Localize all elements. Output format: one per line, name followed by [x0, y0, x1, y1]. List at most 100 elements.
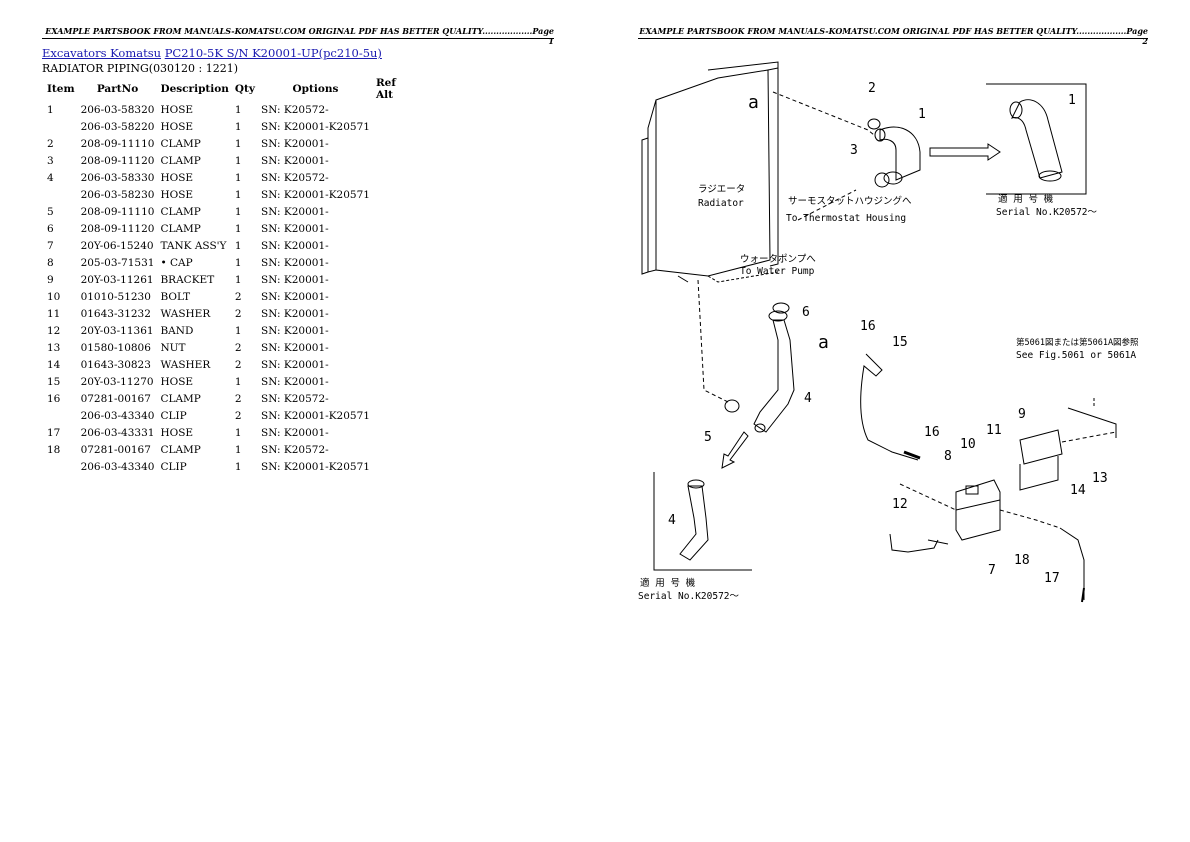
- cell-ref-alt: [373, 441, 419, 458]
- radiator-label-jp: ラジエータ: [698, 184, 745, 195]
- cell-options: SN: K20001-: [261, 307, 329, 320]
- cell-ref-alt: [373, 407, 419, 424]
- cell-ref-alt: [373, 118, 419, 135]
- callout-4-inset: 4: [668, 513, 676, 528]
- cell-qty: 1: [234, 222, 242, 235]
- cell-partno: 206-03-58320: [80, 103, 155, 116]
- thermostat-label-en: To Thermostat Housing: [786, 213, 906, 224]
- cell-partno: 208-09-11110: [80, 137, 155, 150]
- cell-options: SN: K20001-: [261, 239, 329, 252]
- cell-item: 16: [47, 392, 61, 405]
- cell-item: [44, 186, 78, 203]
- column-header-description: Description: [160, 83, 229, 95]
- cell-qty: 2: [234, 290, 242, 303]
- cell-partno: 20Y-03-11261: [80, 273, 154, 286]
- cell-qty: 1: [234, 154, 242, 167]
- callout-1-inset: 1: [1068, 93, 1076, 108]
- cell-description: BAND: [160, 324, 194, 337]
- column-header-partno: PartNo: [96, 83, 139, 95]
- cell-description: HOSE: [160, 426, 194, 439]
- callout-3: 3: [850, 143, 858, 158]
- radiator-label-en: Radiator: [698, 198, 744, 209]
- cell-description: BOLT: [160, 290, 191, 303]
- cell-ref-alt: [373, 169, 419, 186]
- cell-description: CLAMP: [160, 137, 201, 150]
- cell-ref-alt: [373, 152, 419, 169]
- breadcrumb-link-model[interactable]: PC210-5K S/N K20001-UP(pc210-5u): [164, 46, 382, 60]
- cell-ref-alt: [373, 373, 419, 390]
- cell-ref-alt: [373, 458, 419, 475]
- cell-ref-alt: [373, 305, 419, 322]
- serial-inset2-jp: 適 用 号 機: [640, 577, 696, 589]
- cell-qty: 1: [234, 171, 242, 184]
- parts-table: Item PartNo Description Qty Options Ref …: [44, 77, 419, 475]
- cell-description: HOSE: [160, 103, 194, 116]
- cell-qty: 1: [234, 443, 242, 456]
- cell-options: SN: K20001-: [261, 426, 329, 439]
- cell-item: 4: [47, 171, 54, 184]
- cell-ref-alt: [373, 135, 419, 152]
- cell-description: HOSE: [160, 375, 194, 388]
- column-header-qty: Qty: [234, 83, 256, 95]
- cell-qty: 2: [234, 358, 242, 371]
- callout-13: 13: [1092, 471, 1108, 486]
- cell-qty: 1: [234, 324, 242, 337]
- cell-description: CLIP: [160, 460, 187, 473]
- breadcrumb: Excavators Komatsu PC210-5K S/N K20001-U…: [42, 46, 382, 60]
- callout-11: 11: [986, 423, 1002, 438]
- cell-options: SN: K20572-: [261, 392, 329, 405]
- cell-options: SN: K20001-: [261, 154, 329, 167]
- cell-description: CLAMP: [160, 205, 201, 218]
- callout-12: 12: [892, 497, 908, 512]
- section-title: RADIATOR PIPING(030120 : 1221): [42, 62, 239, 75]
- cell-description: HOSE: [160, 188, 194, 201]
- callout-2: 2: [868, 81, 876, 96]
- cell-partno: 206-03-43340: [80, 460, 155, 473]
- page-2-header: EXAMPLE PARTSBOOK FROM MANUALS-KOMATSU.C…: [638, 26, 1148, 46]
- cell-qty: 1: [234, 273, 242, 286]
- cell-ref-alt: [373, 322, 419, 339]
- column-header-item: Item: [47, 83, 75, 95]
- cell-description: CLAMP: [160, 392, 201, 405]
- cell-options: SN: K20572-: [261, 103, 329, 116]
- cell-partno: 206-03-43331: [80, 426, 155, 439]
- ref-a-lower: a: [818, 332, 829, 353]
- cell-ref-alt: [373, 271, 419, 288]
- thermostat-label-jp: サーモスタットハウジングへ: [788, 195, 912, 207]
- cell-description: • CAP: [160, 256, 193, 269]
- cell-ref-alt: [373, 101, 419, 118]
- cell-item: [44, 407, 78, 424]
- cell-ref-alt: [373, 237, 419, 254]
- cell-qty: 1: [234, 103, 242, 116]
- cell-item: 11: [47, 307, 61, 320]
- cell-ref-alt: [373, 288, 419, 305]
- callout-9: 9: [1018, 407, 1026, 422]
- cell-options: SN: K20001-K20571: [261, 460, 370, 473]
- callout-6: 6: [802, 305, 810, 320]
- serial-inset2-en: Serial No.K20572～: [638, 591, 740, 602]
- breadcrumb-link-category[interactable]: Excavators Komatsu: [42, 46, 162, 60]
- callout-8: 8: [944, 449, 952, 464]
- cell-description: BRACKET: [160, 273, 215, 286]
- ref-a-upper: a: [748, 92, 759, 113]
- cell-partno: 20Y-03-11361: [80, 324, 154, 337]
- cell-options: SN: K20001-: [261, 324, 329, 337]
- cell-item: 12: [47, 324, 61, 337]
- cell-qty: 1: [234, 375, 242, 388]
- cell-qty: 1: [234, 256, 242, 269]
- callout-17: 17: [1044, 571, 1060, 586]
- cell-item: 18: [47, 443, 61, 456]
- cell-partno: 206-03-58220: [80, 120, 155, 133]
- callout-1: 1: [918, 107, 926, 122]
- cell-partno: 206-03-58230: [80, 188, 155, 201]
- serial-inset1-jp: 適 用 号 機: [998, 193, 1054, 205]
